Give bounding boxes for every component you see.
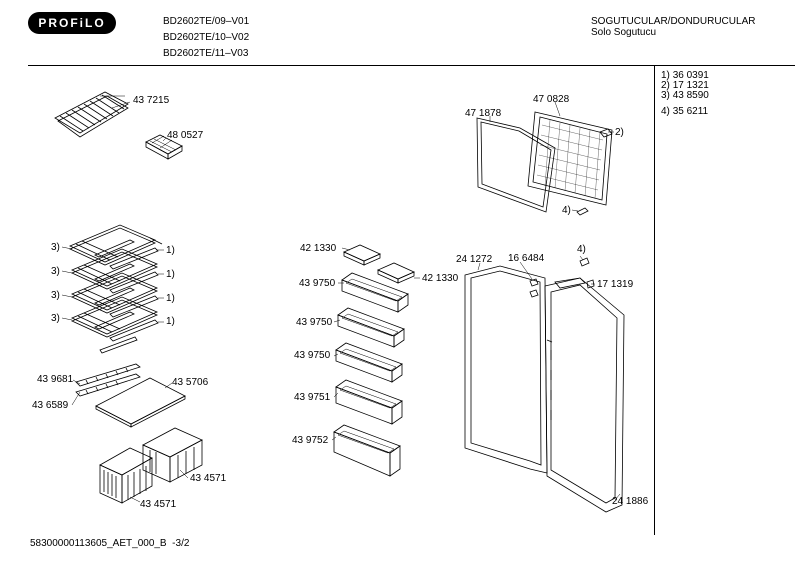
callout-43-9752: 43 9752 [292,435,329,446]
legend-item-3: 3) 43 8590 [661,90,709,101]
model-line-3: BD2602TE/11–V03 [163,48,249,59]
freezer-door [476,111,613,216]
callout-17-1319: 17 1319 [597,279,634,290]
callout-43-7215: 43 7215 [133,95,170,106]
callout-marker-2: 2) [615,127,624,138]
legend-divider [654,65,655,535]
callout-marker-4a: 4) [562,205,571,216]
callout-43-4571-b: 43 4571 [140,499,177,510]
callout-48-0527: 48 0527 [167,130,204,141]
ice-trays [343,244,415,284]
callout-43-9751: 43 9751 [294,392,331,403]
callout-42-1330-b: 42 1330 [422,273,459,284]
main-door [464,257,625,513]
glass-shelf-stack [69,224,163,354]
callout-43-6589: 43 6589 [32,400,69,411]
callout-43-9750-b: 43 9750 [296,317,333,328]
model-line-1: BD2602TE/09–V01 [163,16,250,27]
callout-marker-1b: 1) [166,269,175,280]
callout-marker-3d: 3) [51,313,60,324]
callout-marker-1d: 1) [166,316,175,327]
callout-marker-3c: 3) [51,290,60,301]
callout-47-0828: 47 0828 [533,94,570,105]
legend-item-2: 2) 17 1321 [661,80,709,91]
callout-marker-3a: 3) [51,242,60,253]
callout-marker-4b: 4) [577,244,586,255]
header-divider [28,65,795,66]
callout-marker-1a: 1) [166,245,175,256]
callout-42-1330-a: 42 1330 [300,243,337,254]
legend-item-1: 1) 36 0391 [661,70,709,81]
callout-marker-3b: 3) [51,266,60,277]
callout-43-4571-a: 43 4571 [190,473,227,484]
callout-43-5706: 43 5706 [172,377,209,388]
callout-16-6484: 16 6484 [508,253,545,264]
door-balconies [333,272,409,477]
subcategory-title: Solo Sogutucu [591,27,657,38]
callout-43-9681: 43 9681 [37,374,74,385]
brand-logo: PROFiLO [28,12,116,34]
callout-24-1886: 24 1886 [612,496,649,507]
wire-shelf-top [54,91,129,138]
egg-tray [145,134,183,160]
callout-24-1272: 24 1272 [456,254,493,265]
crisper-drawers [99,427,203,504]
model-line-2: BD2602TE/10–V02 [163,32,250,43]
callout-43-9750-c: 43 9750 [294,350,331,361]
callout-43-9750-a: 43 9750 [299,278,336,289]
callout-marker-1c: 1) [166,293,175,304]
callout-47-1878: 47 1878 [465,108,502,119]
footer-doc-id: 58300000113605_AET_000_B -3/2 [30,538,190,549]
legend-item-4: 4) 35 6211 [661,106,709,117]
crisper-cover [75,363,186,428]
category-title: SOGUTUCULAR/DONDURUCULAR [591,16,756,27]
